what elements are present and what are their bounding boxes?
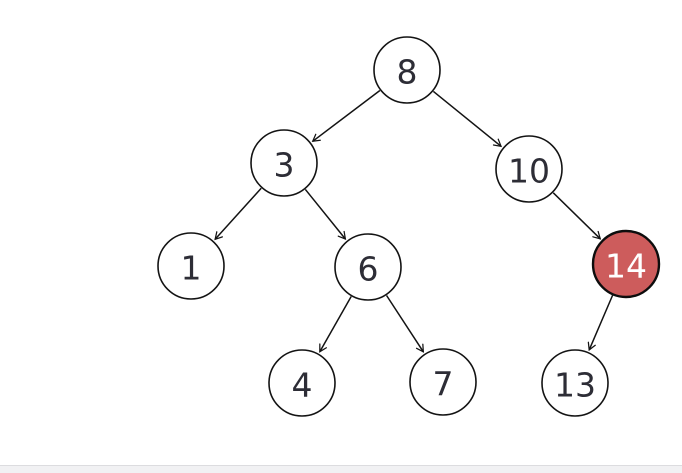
node-label-7: 7 [433,365,454,404]
node-circle [250,129,318,197]
tree-edge-8-10 [432,90,503,148]
tree-node-3: 3 [250,129,318,197]
tree-edge-8-3 [311,89,381,143]
node-label-4: 4 [292,366,313,405]
tree-edge-3-1 [214,187,262,241]
node-label-1: 1 [181,249,202,288]
node-label-3: 3 [274,146,295,185]
tree-node-13: 13 [541,349,609,417]
node-circle [495,135,563,203]
node-circle [541,349,609,417]
tree-node-10: 10 [495,135,563,203]
tree-node-8: 8 [373,36,441,104]
tree-node-14: 14 [591,229,661,299]
node-circle [157,232,225,300]
tree-edge-6-7 [385,295,425,353]
node-circle [373,36,441,104]
tree-node-7: 7 [409,348,477,416]
tree-node-4: 4 [268,349,336,417]
node-label-10: 10 [508,152,550,191]
tree-edge-6-4 [319,296,352,353]
tree-edge-14-13 [587,294,614,352]
node-circle [409,348,477,416]
highlighted-node-circle [591,229,661,299]
node-label-8: 8 [397,53,418,92]
tree-node-1: 1 [157,232,225,300]
node-label-13: 13 [554,366,596,405]
node-circle [334,233,402,301]
tree-node-6: 6 [334,233,402,301]
bottom-scroll-strip [0,465,682,473]
tree-edge-10-14 [552,192,602,240]
node-circle [268,349,336,417]
node-label-14: 14 [605,247,647,286]
node-label-6: 6 [358,250,379,289]
tree-edge-3-6 [304,188,347,240]
